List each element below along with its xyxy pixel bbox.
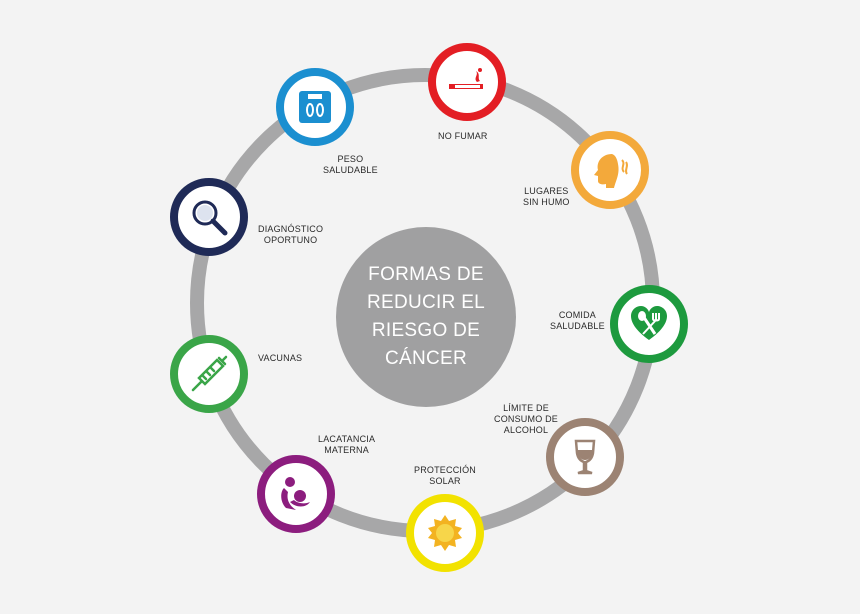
- healthy-food-badge: [610, 285, 688, 363]
- diagnosis-badge: [170, 178, 248, 256]
- label-line: SIN HUMO: [523, 197, 570, 207]
- center-line: REDUCIR EL: [366, 292, 486, 313]
- center-line: RIESGO DE: [371, 320, 481, 341]
- smoke-free-badge: [571, 131, 649, 209]
- breastfeeding-badge: [257, 455, 335, 533]
- breastfeeding-icon: [281, 477, 310, 510]
- sun-icon: [428, 515, 462, 551]
- label-line: COMIDA: [558, 310, 597, 320]
- label-proteccion-solar: PROTECCIÓN SOLAR: [414, 465, 476, 487]
- label-lugares-sin-humo: LUGARES SIN HUMO: [523, 186, 570, 208]
- magnifier-icon: [192, 200, 228, 236]
- label-line: SALUDABLE: [550, 321, 605, 331]
- scale-icon: [299, 91, 331, 123]
- vaccines-badge: [170, 335, 248, 413]
- label-line: CONSUMO DE: [494, 414, 559, 424]
- heart-cutlery-icon: [631, 306, 667, 340]
- label-line: MATERNA: [324, 445, 369, 455]
- label-line: NO FUMAR: [438, 131, 488, 141]
- label-line: DIAGNÓSTICO: [258, 224, 324, 234]
- label-line: ALCOHOL: [503, 425, 549, 435]
- label-limite-alcohol: LÍMITE DE CONSUMO DE ALCOHOL: [494, 403, 558, 436]
- label-line: LACATANCIA: [318, 434, 376, 444]
- smoke-free-face-icon: [594, 154, 628, 188]
- label-peso-saludable: PESO SALUDABLE: [323, 154, 378, 176]
- wine-glass-icon: [574, 439, 596, 475]
- label-line: SOLAR: [429, 476, 461, 486]
- label-line: VACUNAS: [258, 353, 303, 363]
- center-line: CÁNCER: [384, 348, 468, 369]
- label-comida-saludable: COMIDA SALUDABLE: [550, 310, 605, 332]
- label-line: LUGARES: [524, 186, 569, 196]
- label-lactancia-materna: LACATANCIA MATERNA: [318, 434, 375, 456]
- label-line: PESO: [337, 154, 364, 164]
- alcohol-limit-badge: [546, 418, 624, 496]
- label-line: OPORTUNO: [263, 235, 318, 245]
- center-circle: FORMAS DE REDUCIR EL RIESGO DE CÁNCER: [336, 227, 516, 407]
- healthy-weight-badge: [276, 68, 354, 146]
- label-vacunas: VACUNAS: [258, 353, 302, 364]
- label-line: PROTECCIÓN: [414, 465, 477, 475]
- syringe-icon: [191, 355, 228, 392]
- no-smoking-badge: [428, 43, 506, 121]
- label-line: SALUDABLE: [323, 165, 378, 175]
- label-no-fumar: NO FUMAR: [438, 131, 488, 142]
- sun-protection-badge: [406, 494, 484, 572]
- label-line: LÍMITE DE: [503, 403, 549, 413]
- center-line: FORMAS DE: [368, 264, 484, 285]
- label-diagnostico-oportuno: DIAGNÓSTICO OPORTUNO: [258, 224, 323, 246]
- no-smoking-icon: [449, 68, 483, 89]
